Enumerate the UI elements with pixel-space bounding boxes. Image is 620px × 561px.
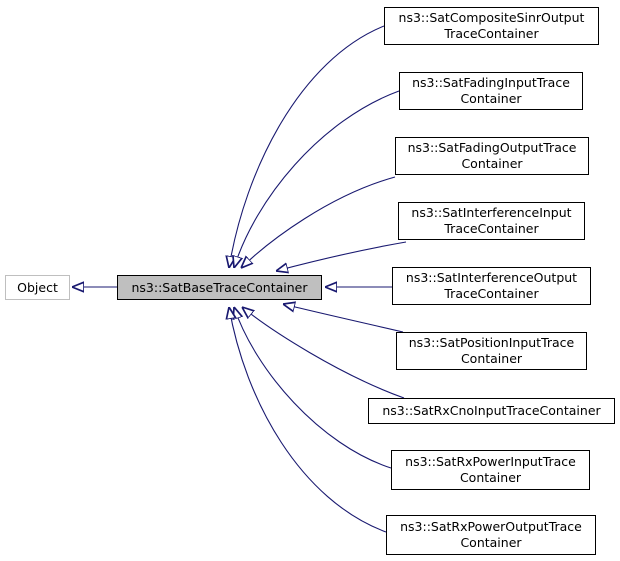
child-label-line1: ns3::SatRxCnoInputTraceContainer: [382, 403, 601, 418]
child-label-line1: ns3::SatCompositeSinrOutput: [398, 10, 585, 25]
sat-rx-cno-input-trace-container-node[interactable]: ns3::SatRxCnoInputTraceContainer: [368, 398, 615, 424]
object-node[interactable]: Object: [5, 275, 70, 300]
edge-fading-output-to-base: [241, 176, 396, 268]
sat-position-input-trace-container-node[interactable]: ns3::SatPositionInputTrace Container: [396, 332, 587, 370]
child-label-line2: TraceContainer: [444, 286, 539, 301]
sat-interference-output-trace-container-node[interactable]: ns3::SatInterferenceOutput TraceContaine…: [392, 267, 591, 305]
sat-base-trace-container-node[interactable]: ns3::SatBaseTraceContainer: [117, 275, 322, 300]
sat-base-trace-container-label: ns3::SatBaseTraceContainer: [131, 279, 308, 295]
child-label-line2: TraceContainer: [444, 221, 539, 236]
object-node-label: Object: [17, 279, 58, 295]
sat-interference-input-trace-container-node[interactable]: ns3::SatInterferenceInput TraceContainer: [398, 202, 585, 240]
sat-composite-sinr-output-trace-container-node[interactable]: ns3::SatCompositeSinrOutput TraceContain…: [384, 7, 599, 45]
sat-fading-input-trace-container-node[interactable]: ns3::SatFadingInputTrace Container: [399, 72, 583, 110]
child-label-line2: Container: [460, 351, 523, 366]
child-label-line1: ns3::SatRxPowerOutputTrace: [400, 519, 582, 534]
edge-rx-cno-input-to-base: [242, 307, 405, 399]
child-label-line1: ns3::SatInterferenceInput: [411, 205, 572, 220]
child-label-line1: ns3::SatPositionInputTrace: [408, 335, 575, 350]
child-label-line1: ns3::SatFadingOutputTrace: [407, 140, 577, 155]
sat-fading-output-trace-container-node[interactable]: ns3::SatFadingOutputTrace Container: [395, 137, 589, 175]
child-label-line1: ns3::SatInterferenceOutput: [405, 270, 578, 285]
child-label-line1: ns3::SatRxPowerInputTrace: [405, 454, 576, 469]
child-label-line2: Container: [461, 156, 523, 171]
child-label-line1: ns3::SatFadingInputTrace: [412, 75, 570, 90]
child-label-line2: Container: [459, 470, 522, 485]
edge-fading-input-to-base: [234, 90, 400, 268]
edge-composite-sinr-output-to-base: [229, 25, 385, 268]
sat-rx-power-input-trace-container-node[interactable]: ns3::SatRxPowerInputTrace Container: [391, 450, 590, 490]
edge-position-input-to-base: [283, 304, 404, 333]
child-label-line2: TraceContainer: [444, 26, 539, 41]
sat-rx-power-output-trace-container-node[interactable]: ns3::SatRxPowerOutputTrace Container: [386, 515, 596, 555]
edge-rx-power-output-to-base: [229, 307, 387, 533]
child-label-line2: Container: [460, 91, 522, 106]
edge-interference-input-to-base: [276, 241, 407, 271]
child-label-line2: Container: [460, 535, 522, 550]
edge-rx-power-input-to-base: [234, 307, 392, 469]
